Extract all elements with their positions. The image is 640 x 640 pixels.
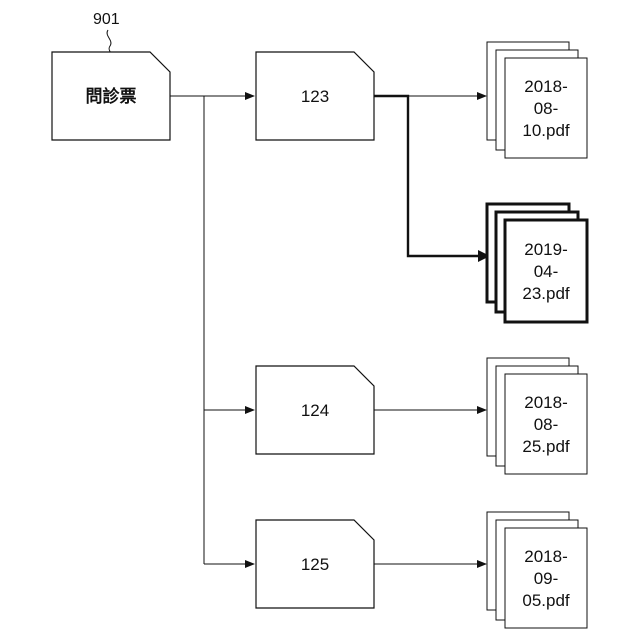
file-connectors [374,96,490,564]
reference-label: 901 [93,11,120,28]
folder-label: 125 [301,555,329,574]
file-stack: 2018- 08- 25.pdf [487,358,587,474]
file-name-line: 10.pdf [522,121,570,140]
file-name-line: 25.pdf [522,437,570,456]
root-document-label: 問診票 [86,86,137,106]
file-stack: 2018- 08- 10.pdf [487,42,587,158]
arrow-folder-123-to-file-2 [374,96,484,256]
reference-leader-line [107,30,111,54]
folder-label: 124 [301,401,329,420]
file-name-line: 2018- [524,393,567,412]
file-name-line: 04- [534,262,559,281]
file-name-line: 2019- [524,240,567,259]
file-name-line: 08- [534,415,559,434]
root-connectors [170,96,254,564]
file-name-line: 05.pdf [522,591,570,610]
folder-node-124: 124 [256,366,374,454]
file-name-line: 09- [534,569,559,588]
file-name-line: 23.pdf [522,284,570,303]
file-stack: 2018- 09- 05.pdf [487,512,587,628]
folder-label: 123 [301,87,329,106]
file-name-line: 2018- [524,547,567,566]
folder-node-125: 125 [256,520,374,608]
folder-node-123: 123 [256,52,374,140]
root-document-node: 問診票 [52,52,170,140]
file-stack-highlighted: 2019- 04- 23.pdf [487,204,587,322]
file-name-line: 08- [534,99,559,118]
file-name-line: 2018- [524,77,567,96]
